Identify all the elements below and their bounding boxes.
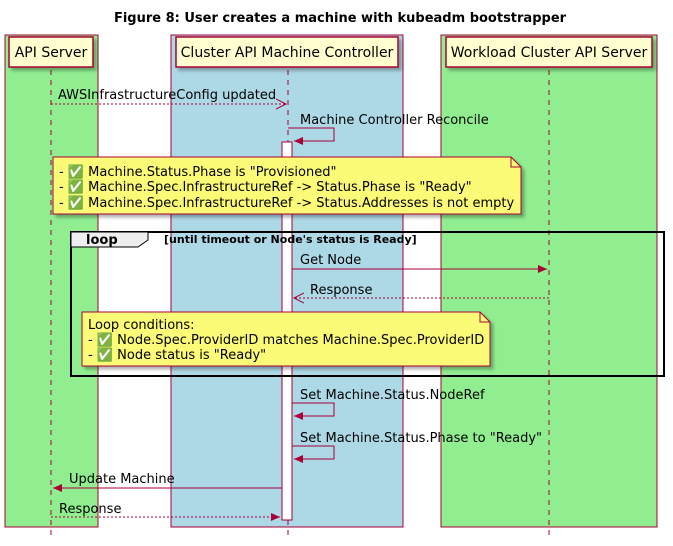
note-line: - ✅ Machine.Spec.InfrastructureRef -> St… xyxy=(59,179,472,195)
participant-label: Workload Cluster API Server xyxy=(451,45,648,61)
note-line: - ✅ Machine.Spec.InfrastructureRef -> St… xyxy=(59,195,514,211)
message-label: Set Machine.Status.NodeRef xyxy=(300,388,485,403)
loop-condition: [until timeout or Node's status is Ready… xyxy=(164,233,417,246)
note-loop-conditions: Loop conditions: - ✅ Node.Spec.ProviderI… xyxy=(81,311,491,367)
diagram-title: Figure 8: User creates a machine with ku… xyxy=(114,11,567,26)
message-label: Machine Controller Reconcile xyxy=(300,113,489,128)
note-preconditions: - ✅ Machine.Status.Phase is "Provisioned… xyxy=(52,156,522,215)
note-line: - ✅ Node status is "Ready" xyxy=(88,347,266,363)
participant-workload-cluster: Workload Cluster API Server xyxy=(445,36,653,68)
participant-api-server: API Server xyxy=(8,36,94,68)
self-message-arrow xyxy=(292,402,335,420)
loop-keyword: loop xyxy=(86,233,118,248)
message-label: Update Machine xyxy=(69,472,175,487)
note-line: - ✅ Machine.Status.Phase is "Provisioned… xyxy=(59,164,336,180)
participant-machine-controller: Cluster API Machine Controller xyxy=(175,36,399,68)
message-label: Response xyxy=(59,502,121,517)
message-label: AWSInfrastructureConfig updated xyxy=(58,88,276,103)
participant-label: Cluster API Machine Controller xyxy=(181,45,394,61)
loop-frame: loop [until timeout or Node's status is … xyxy=(70,231,665,377)
participant-label: API Server xyxy=(15,45,88,61)
note-line: Loop conditions: xyxy=(88,318,195,333)
self-message-arrow xyxy=(288,127,335,145)
self-message-arrow xyxy=(292,445,335,463)
message-label: Get Node xyxy=(300,253,361,268)
note-line: - ✅ Node.Spec.ProviderID matches Machine… xyxy=(88,332,484,348)
message-label: Response xyxy=(310,283,372,298)
message-label: Set Machine.Status.Phase to "Ready" xyxy=(300,431,542,446)
